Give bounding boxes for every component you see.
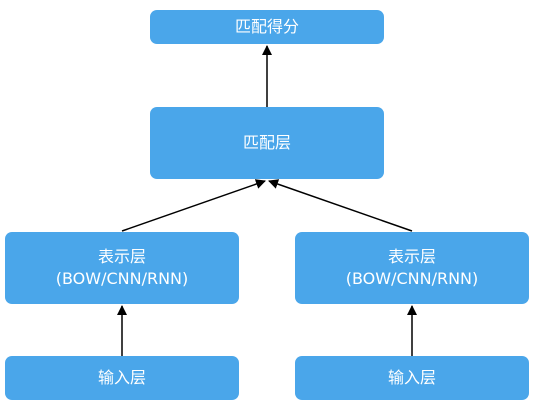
input-layer-left-node: 输入层: [5, 356, 239, 400]
arrow-repright-to-match: [268, 179, 413, 232]
arrow-repleft-to-match: [121, 179, 266, 232]
score-node-label: 匹配得分: [234, 17, 299, 36]
input-layer-right-node: 输入层: [295, 356, 529, 400]
representation-right-title: 表示层: [387, 247, 436, 266]
input-left-label: 输入层: [97, 368, 146, 387]
representation-layer-left-node: 表示层 (BOW/CNN/RNN): [5, 232, 239, 304]
representation-left-title: 表示层: [97, 247, 146, 266]
representation-left-subtitle: (BOW/CNN/RNN): [55, 269, 189, 288]
representation-layer-right-node: 表示层 (BOW/CNN/RNN): [295, 232, 529, 304]
input-right-label: 输入层: [387, 368, 436, 387]
representation-right-subtitle: (BOW/CNN/RNN): [345, 269, 479, 288]
match-layer-node: 匹配层: [150, 107, 384, 179]
match-layer-label: 匹配层: [242, 133, 291, 152]
score-node: 匹配得分: [150, 10, 384, 44]
